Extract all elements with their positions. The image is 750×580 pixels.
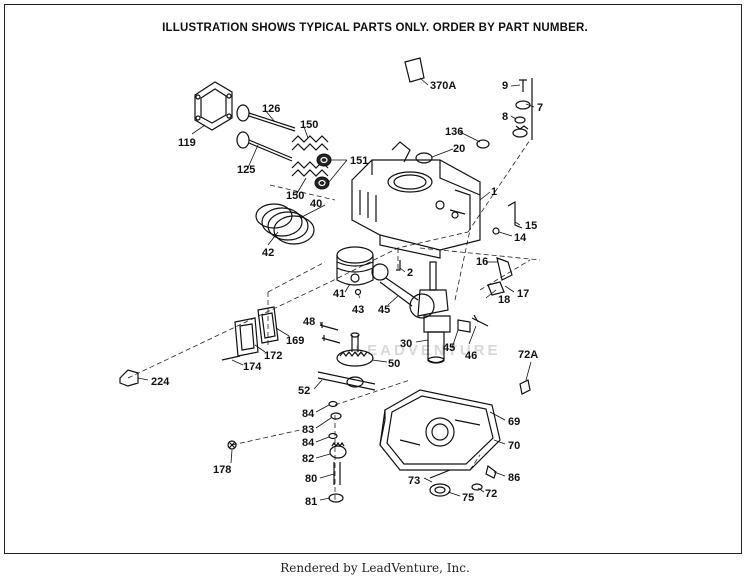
camshaft	[317, 371, 376, 391]
spring-retainers	[314, 153, 332, 190]
valves	[236, 104, 296, 162]
part-label: 8	[502, 111, 508, 123]
part-label: 84	[302, 437, 315, 449]
part-label: 150	[300, 119, 318, 131]
footer-credit: Rendered by LeadVenture, Inc.	[280, 561, 470, 575]
part-label: 41	[333, 288, 345, 300]
leader-lines	[137, 77, 535, 501]
cam-gear	[336, 332, 374, 367]
part-label: 69	[508, 416, 520, 428]
part-label: 84	[302, 408, 315, 420]
piston	[336, 246, 374, 286]
part-label: 45	[378, 304, 390, 316]
part-label: 9	[502, 80, 508, 92]
valve-springs	[291, 135, 329, 177]
part-label: 2	[407, 267, 413, 279]
cylinder-block	[351, 141, 481, 259]
part-label: 81	[305, 496, 317, 508]
part-label: 178	[213, 464, 231, 476]
part-label: 30	[400, 338, 412, 350]
part-label: 82	[302, 453, 314, 465]
part-label: 224	[151, 376, 170, 388]
part-label: 73	[408, 475, 420, 487]
part-label: 169	[286, 335, 304, 347]
part-label: 48	[303, 316, 315, 328]
part-label: 86	[508, 472, 520, 484]
header-notice: ILLUSTRATION SHOWS TYPICAL PARTS ONLY. O…	[162, 22, 588, 34]
part-label: 83	[302, 424, 314, 436]
part-label: 43	[352, 304, 364, 316]
crankshaft	[417, 261, 451, 364]
part-label: 42	[262, 247, 274, 259]
part-label: 72	[485, 488, 497, 500]
piston-rings	[255, 203, 315, 245]
part-label: 52	[298, 385, 310, 397]
part-label: 72A	[518, 349, 538, 361]
part-label: 45	[443, 342, 455, 354]
part-label: 50	[388, 358, 400, 370]
part-label: 70	[508, 440, 520, 452]
governor-parts	[328, 400, 347, 503]
top-small-parts	[404, 57, 533, 164]
part-label: 1	[491, 186, 497, 198]
breather	[221, 306, 279, 361]
sump-hardware	[429, 379, 531, 497]
diagram-frame	[4, 4, 742, 554]
part-label: 46	[465, 350, 477, 362]
drain-plug	[119, 369, 139, 387]
watermark: LEADVENTURE	[355, 342, 501, 359]
part-label: 151	[350, 155, 368, 167]
part-label: 172	[264, 350, 282, 362]
washer-178	[227, 440, 237, 450]
part-label: 370A	[430, 80, 456, 92]
part-labels: 370A 9 7 8 119 126 150 136 20 125 151 1 …	[151, 80, 543, 508]
part-label: 17	[517, 288, 529, 300]
part-label: 80	[305, 473, 317, 485]
part-label: 40	[310, 198, 322, 210]
part-label: 15	[525, 220, 537, 232]
part-label: 119	[178, 137, 196, 149]
right-small-parts	[354, 200, 523, 333]
assembly-lines	[127, 139, 541, 500]
part-label: 75	[462, 492, 474, 504]
part-label: 150	[286, 190, 304, 202]
part-label: 18	[498, 294, 510, 306]
part-label: 16	[476, 256, 488, 268]
part-label: 20	[453, 143, 465, 155]
connecting-rod	[371, 263, 435, 319]
part-label: 174	[243, 361, 262, 373]
part-label: 14	[514, 232, 527, 244]
oil-sump	[379, 389, 501, 471]
tappets	[319, 322, 341, 344]
part-label: 126	[262, 103, 280, 115]
gasket-119	[194, 81, 233, 131]
part-label: 7	[537, 102, 543, 114]
part-label: 136	[445, 126, 463, 138]
part-label: 125	[237, 164, 255, 176]
